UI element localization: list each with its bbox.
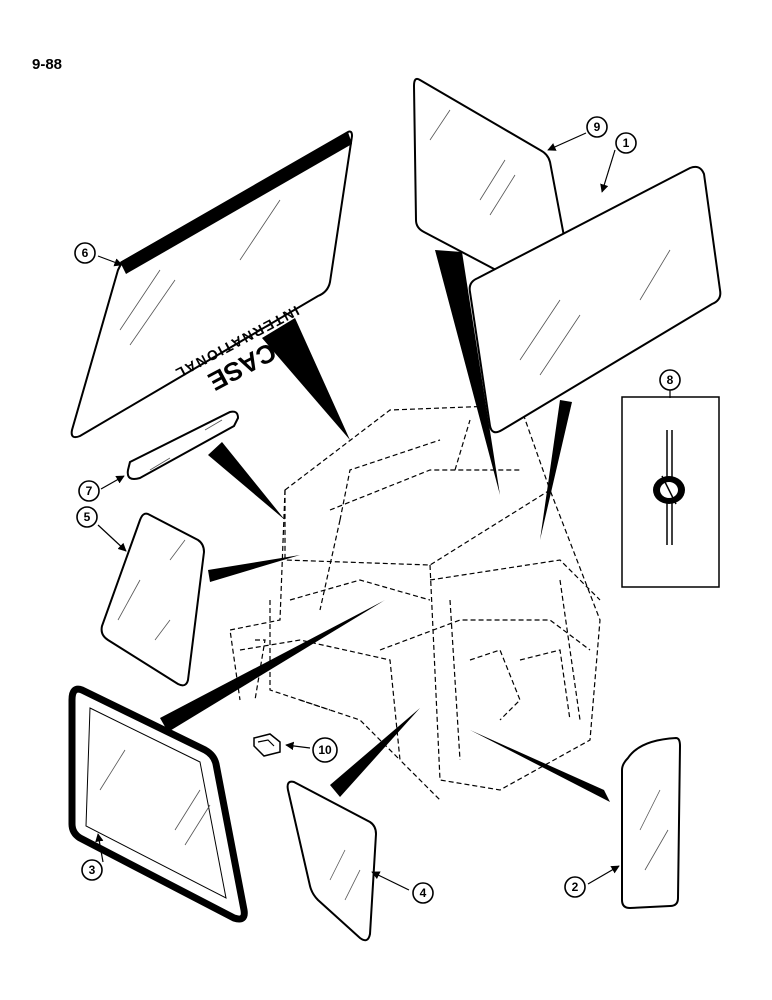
callout-5: 5 [76, 506, 98, 528]
left-side-upper-glass [100, 512, 206, 687]
svg-text:7: 7 [86, 484, 93, 498]
callout-4: 4 [412, 882, 434, 904]
svg-text:5: 5 [84, 510, 91, 524]
rear-window-seal [68, 685, 248, 923]
roof-glass [468, 165, 722, 434]
svg-text:2: 2 [572, 880, 579, 894]
svg-text:4: 4 [420, 886, 427, 900]
callout-9: 9 [586, 116, 608, 138]
svg-text:10: 10 [318, 743, 332, 757]
callout-7: 7 [78, 480, 100, 502]
small-top-glass [126, 410, 240, 480]
seal-detail-inset [621, 396, 720, 588]
cab-frame [229, 404, 601, 801]
svg-text:8: 8 [667, 373, 674, 387]
glass-clip [253, 733, 281, 757]
callout-3: 3 [81, 859, 103, 881]
callout-1: 1 [615, 132, 637, 154]
callout-8: 8 [659, 369, 681, 391]
pointer-wedges [160, 250, 610, 802]
callout-2: 2 [564, 876, 586, 898]
leader-lines [95, 132, 671, 891]
callout-10: 10 [312, 737, 338, 763]
page-number: 9-88 [32, 56, 63, 73]
svg-text:3: 3 [89, 863, 96, 877]
svg-text:9: 9 [594, 120, 601, 134]
lower-door-glass [286, 780, 378, 942]
svg-text:6: 6 [82, 246, 89, 260]
svg-text:1: 1 [623, 136, 630, 150]
right-side-lower-glass [621, 736, 682, 910]
callout-6: 6 [74, 242, 96, 264]
